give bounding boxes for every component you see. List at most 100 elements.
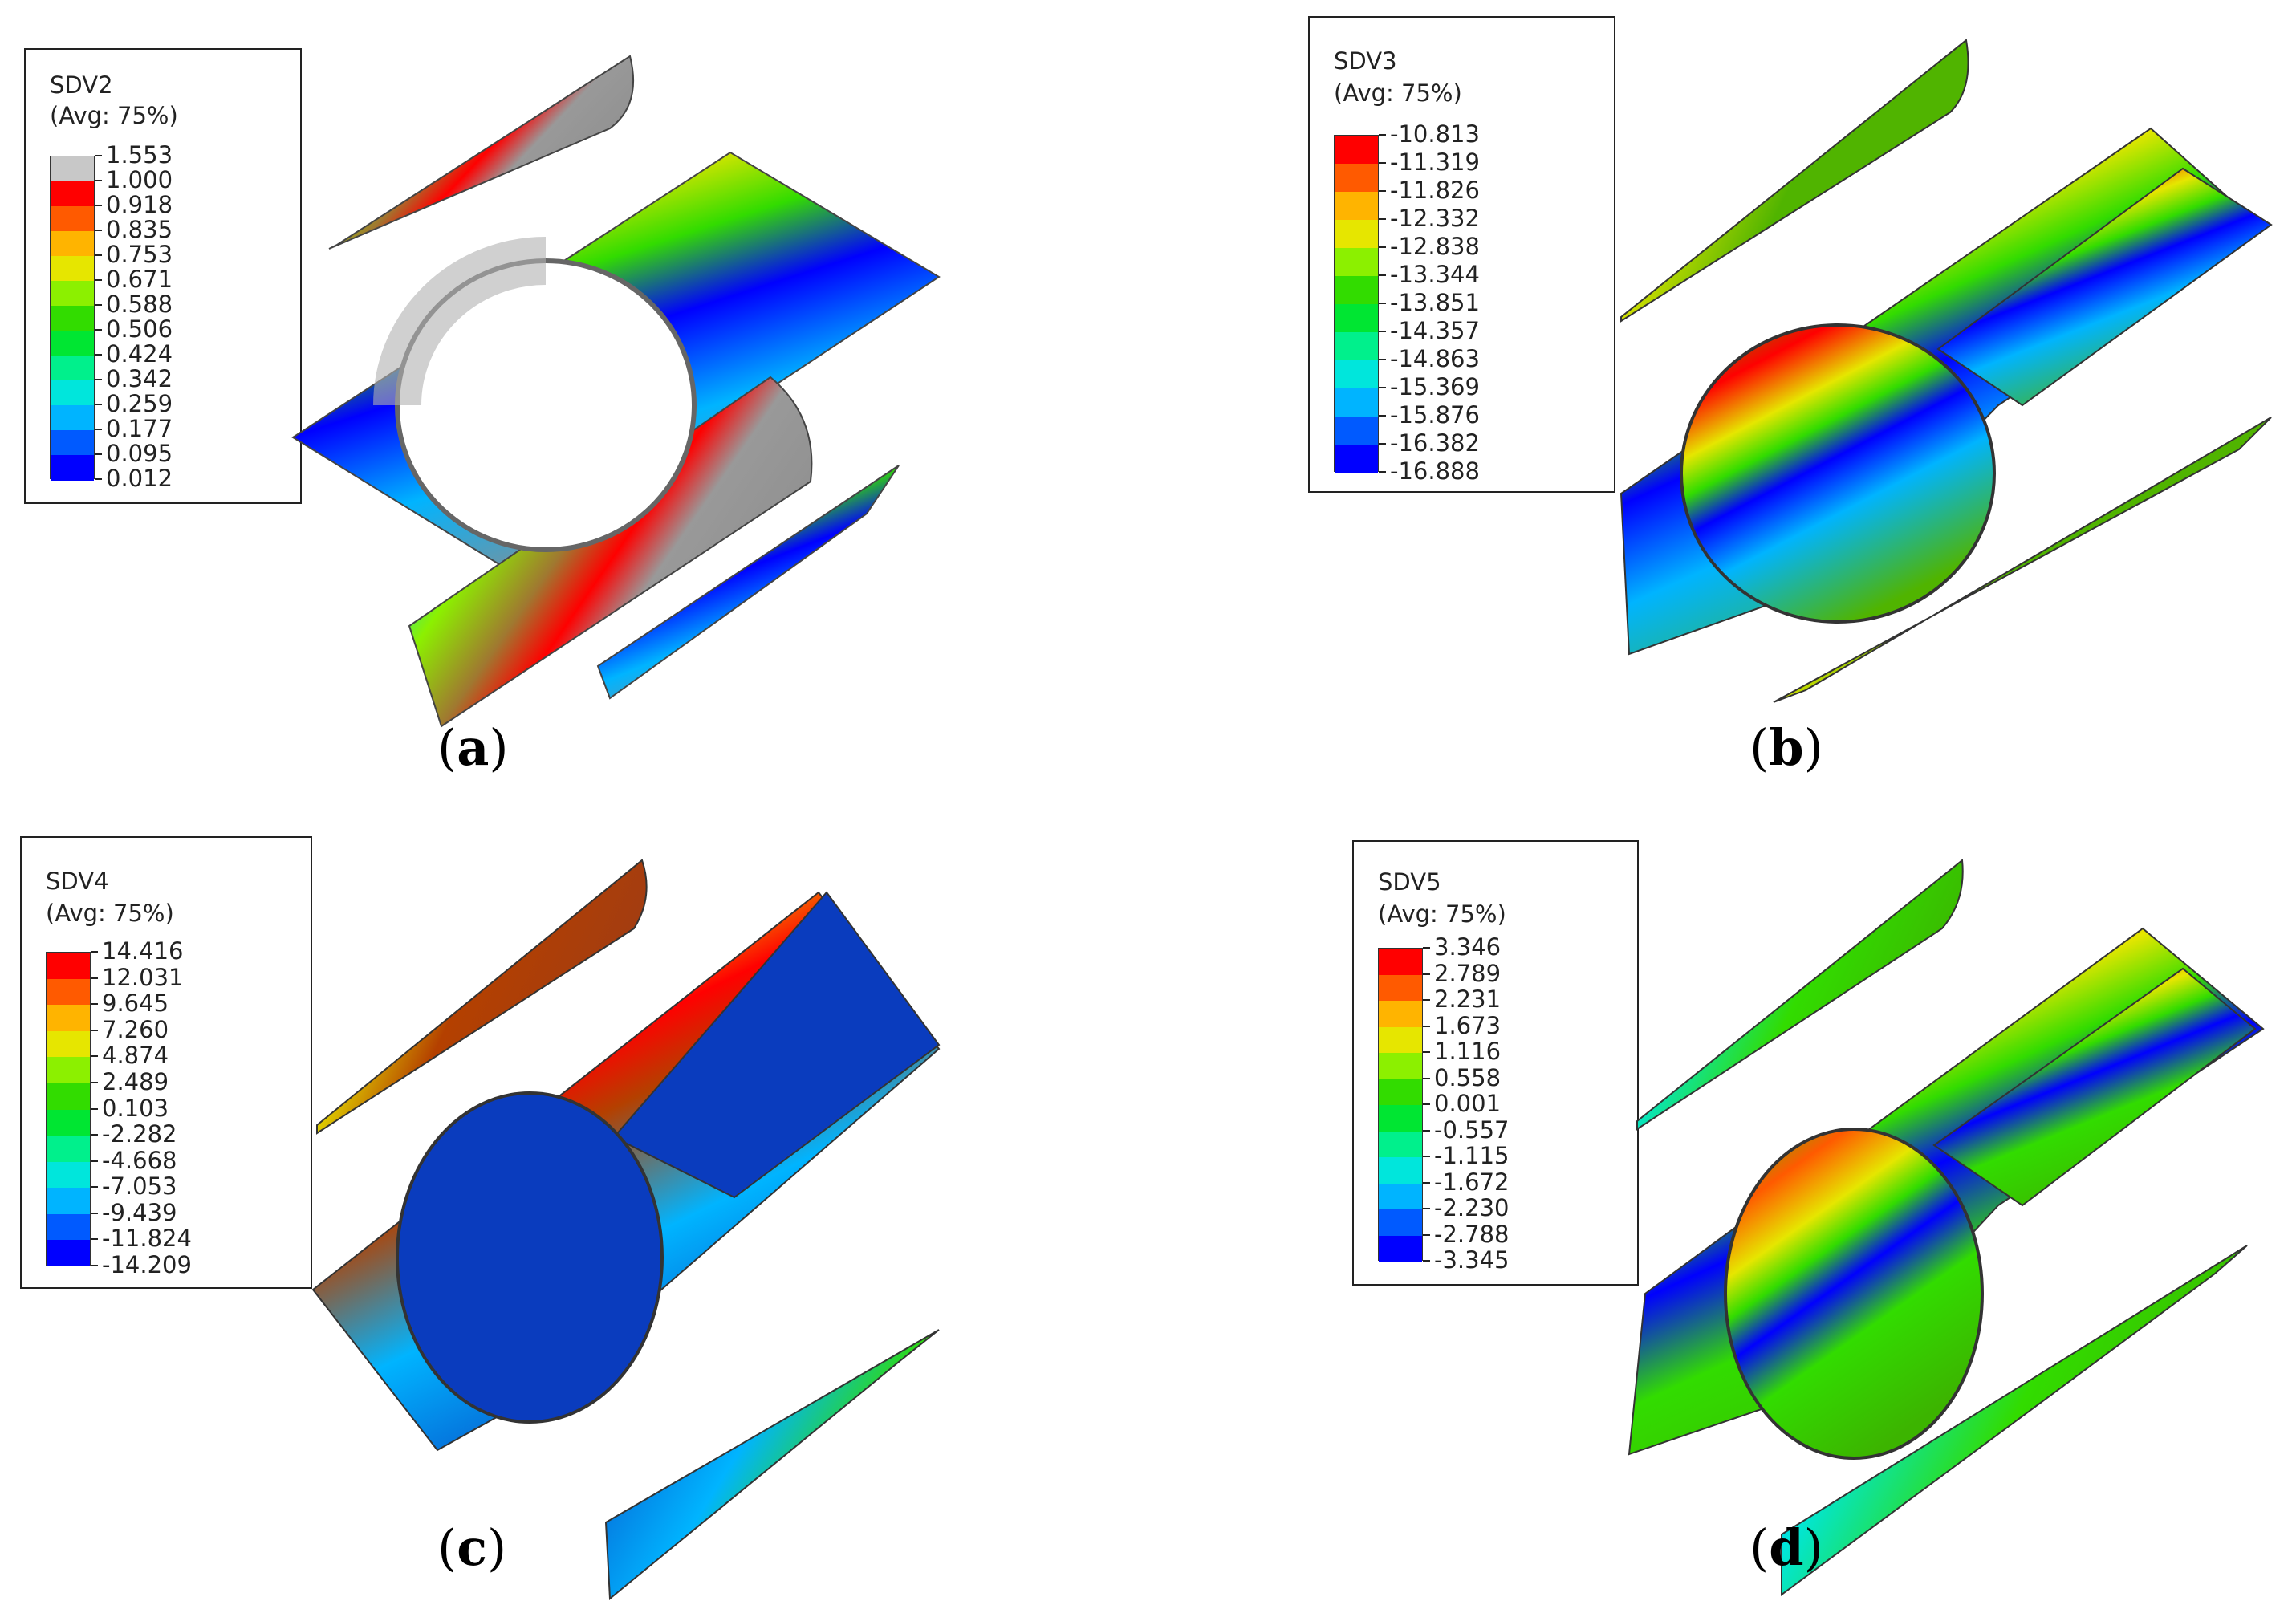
legend-value: 0.342	[106, 365, 173, 392]
legend-value: -4.668	[102, 1146, 177, 1174]
color-bar	[1378, 948, 1423, 1262]
legend-value: 0.001	[1434, 1090, 1502, 1117]
color-band	[1335, 248, 1378, 277]
legend-tick	[95, 304, 102, 306]
legend-value: 0.671	[106, 266, 173, 293]
color-band	[51, 331, 94, 356]
legend-tick	[91, 1107, 98, 1110]
legend-title: SDV4	[46, 868, 109, 895]
color-band	[1379, 1157, 1422, 1184]
legend-tick	[1423, 947, 1430, 949]
legend-tick	[1379, 471, 1386, 473]
legend-value: 7.260	[102, 1015, 169, 1043]
legend-tick	[91, 1186, 98, 1189]
color-band	[1335, 388, 1378, 417]
legend-tick	[95, 230, 102, 231]
color-band	[51, 405, 94, 431]
color-band	[1335, 417, 1378, 445]
color-band	[51, 281, 94, 307]
color-band	[1335, 360, 1378, 389]
color-band	[47, 1161, 90, 1189]
color-band	[51, 231, 94, 257]
legend-avg: (Avg: 75%)	[50, 102, 178, 129]
color-band	[47, 1057, 90, 1084]
legend-value: 0.588	[106, 291, 173, 318]
legend-b: SDV3 (Avg: 75%) -10.813-11.319-11.826-12…	[1308, 16, 1615, 493]
legend-value: 12.031	[102, 963, 184, 991]
legend-value: 4.874	[102, 1042, 169, 1070]
legend-value: -14.863	[1390, 345, 1480, 372]
legend-value: -14.209	[102, 1251, 192, 1278]
legend-tick	[1423, 1051, 1430, 1053]
color-band	[1379, 1131, 1422, 1158]
legend-tick	[95, 329, 102, 331]
legend-avg: (Avg: 75%)	[46, 900, 174, 927]
legend-value: 0.558	[1434, 1063, 1502, 1091]
legend-avg: (Avg: 75%)	[1334, 79, 1462, 107]
caption-b: (b)	[1749, 718, 1823, 777]
legend-value: -16.888	[1390, 457, 1480, 485]
legend-tick	[95, 205, 102, 206]
legend-value: -3.345	[1434, 1246, 1510, 1274]
legend-tick	[1379, 134, 1386, 136]
legend-tick	[1379, 190, 1386, 192]
color-bar	[50, 156, 95, 481]
legend-tick	[1423, 1077, 1430, 1079]
color-band	[47, 1109, 90, 1136]
caption-c: (c)	[437, 1518, 507, 1577]
color-band	[47, 1030, 90, 1058]
color-band	[47, 1188, 90, 1215]
legend-tick	[1379, 218, 1386, 220]
legend-tick	[91, 1238, 98, 1241]
legend-tick	[95, 254, 102, 256]
color-band	[51, 156, 94, 182]
legend-tick	[1379, 303, 1386, 304]
legend-tick	[91, 951, 98, 953]
legend-value: -14.357	[1390, 317, 1480, 344]
color-band	[1379, 1053, 1422, 1079]
panel-b: SDV3 (Avg: 75%) -10.813-11.319-11.826-12…	[1148, 0, 2295, 800]
color-band	[51, 256, 94, 282]
legend-tick	[1379, 162, 1386, 164]
color-band	[1379, 1079, 1422, 1106]
legend-value: -2.788	[1434, 1220, 1510, 1248]
legend-tick	[95, 155, 102, 156]
contour-plot-c	[311, 859, 941, 1600]
legend-tick	[1423, 1129, 1430, 1132]
legend-value: -1.115	[1434, 1142, 1510, 1169]
legend-tick	[95, 354, 102, 356]
legend-tick	[1423, 973, 1430, 975]
legend-value: -16.382	[1390, 429, 1480, 457]
color-band	[51, 181, 94, 207]
color-band	[51, 380, 94, 406]
legend-value: -12.332	[1390, 205, 1480, 232]
color-band	[1335, 276, 1378, 305]
legend-value: -13.851	[1390, 289, 1480, 316]
legend-value: 0.103	[102, 1094, 169, 1122]
legend-tick	[95, 453, 102, 455]
color-band	[1379, 1026, 1422, 1054]
caption-a: (a)	[437, 718, 509, 777]
legend-tick	[1423, 1103, 1430, 1105]
legend-tick	[91, 1081, 98, 1083]
legend-value: 2.789	[1434, 959, 1502, 987]
color-band	[1379, 1235, 1422, 1262]
color-band	[1379, 1105, 1422, 1132]
legend-value: 1.553	[106, 141, 173, 169]
color-band	[1335, 304, 1378, 333]
color-band	[51, 306, 94, 331]
color-band	[1335, 445, 1378, 473]
color-band	[47, 1005, 90, 1032]
legend-tick	[91, 1134, 98, 1136]
contour-plot-b	[1619, 39, 2273, 703]
legend-tick	[91, 1003, 98, 1006]
legend-value: 0.753	[106, 241, 173, 268]
legend-value: 0.506	[106, 315, 173, 343]
legend-value: 1.116	[1434, 1038, 1502, 1065]
legend-value: 0.177	[106, 415, 173, 442]
legend-value: 3.346	[1434, 933, 1502, 961]
legend-title: SDV5	[1378, 868, 1441, 896]
